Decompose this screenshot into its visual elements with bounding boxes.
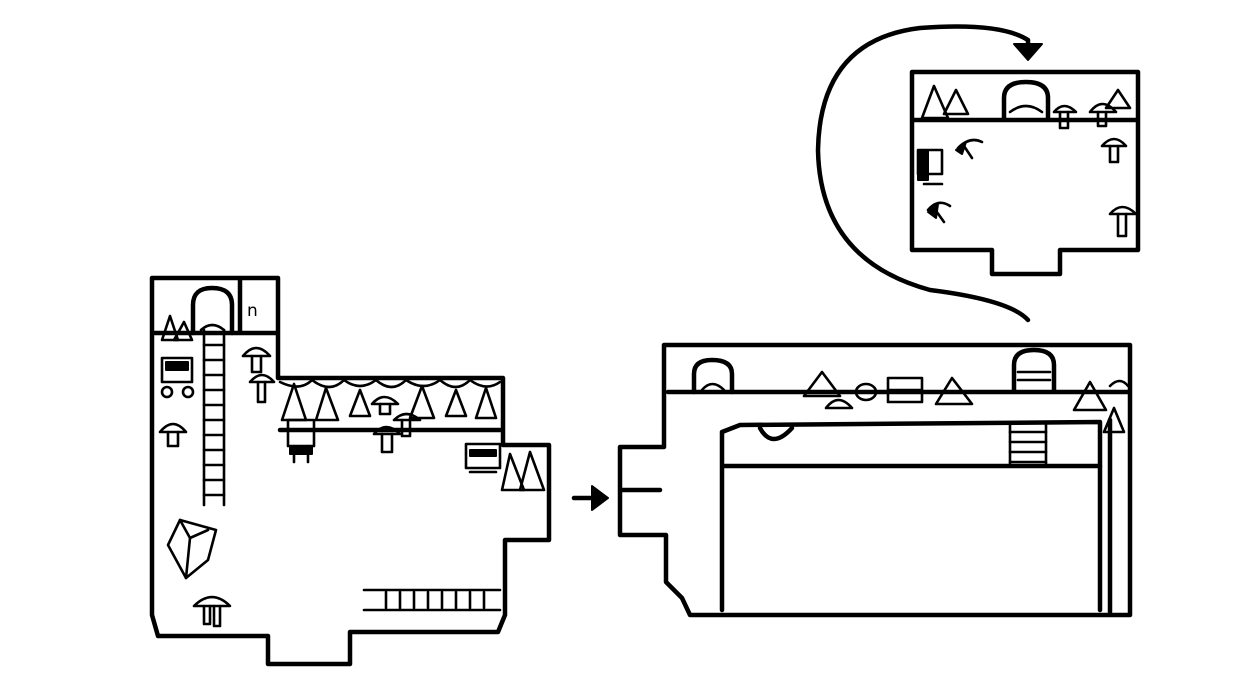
- ladder-icon: [1008, 422, 1048, 468]
- mushroom-icon: [1100, 137, 1128, 164]
- tree-stump-icon: [286, 418, 316, 464]
- arched-door-icon: [1001, 79, 1051, 121]
- mushroom-icon: [1052, 104, 1078, 130]
- mushroom-icon: [1088, 102, 1118, 128]
- room-outline: [909, 69, 1141, 277]
- minecart-icon: [916, 148, 944, 186]
- rock-decoration: [1108, 379, 1130, 388]
- pickaxe-icon: [926, 201, 952, 224]
- crate-icon: [166, 518, 218, 580]
- crystal-icon: [1104, 88, 1132, 110]
- crystal-icon: [500, 450, 546, 492]
- mushroom-icon: [372, 425, 402, 454]
- room-outline: [617, 342, 1133, 618]
- minecart-icon: [464, 442, 502, 474]
- inner-platform: [719, 419, 1103, 613]
- mushroom-icon: [241, 346, 272, 374]
- arched-door-icon: [190, 285, 235, 336]
- mushroom-icon: [192, 595, 232, 628]
- mushroom-icon: [248, 373, 276, 404]
- crystal-icon: [1072, 380, 1126, 434]
- crystal-icon: [160, 314, 194, 342]
- mushroom-icon: [158, 422, 188, 448]
- mushroom-icon: [370, 395, 400, 416]
- connection-arrow-right: [571, 485, 609, 511]
- crystal-icon: [934, 376, 974, 406]
- pit-decoration: [757, 425, 795, 442]
- arched-door-icon: [691, 357, 735, 395]
- rock-decoration: [854, 382, 878, 402]
- minecart-icon: [160, 356, 195, 399]
- mushroom-icon: [392, 412, 422, 438]
- crystal-icon: [802, 370, 854, 410]
- arched-door-icon: [1011, 347, 1057, 393]
- long-hall-room: [617, 342, 1133, 618]
- rail-track: [362, 588, 502, 612]
- connection-arrow-curved: [815, 24, 1043, 323]
- crystal-icon: [280, 382, 498, 422]
- cave-l-shaped-room: n: [149, 275, 552, 667]
- crate-icon: [886, 376, 924, 404]
- foliage-decoration: [278, 378, 502, 389]
- pickaxe-icon: [955, 138, 984, 160]
- room-sign: n: [247, 301, 258, 321]
- room-outline: [149, 275, 552, 667]
- mushroom-icon: [1108, 205, 1138, 238]
- upper-chamber-room: [909, 69, 1141, 277]
- crystal-icon: [920, 84, 970, 120]
- ladder-icon: [202, 328, 226, 507]
